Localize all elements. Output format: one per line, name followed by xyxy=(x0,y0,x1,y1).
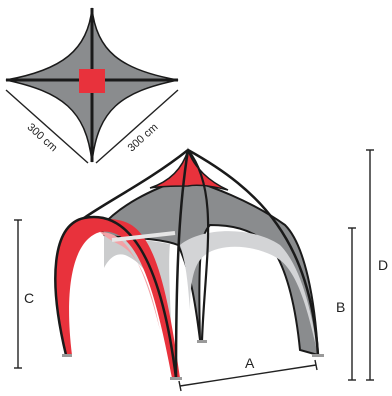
tent-roof-top xyxy=(149,147,229,191)
tent-foot-3 xyxy=(197,340,207,343)
tent-frame-left-rib xyxy=(83,149,189,220)
top-view-side-b-label: 300 cm xyxy=(126,121,161,154)
dim-a-cap-left xyxy=(178,380,182,392)
top-view-dim-line-right xyxy=(95,89,179,164)
tent-frame-back-rib xyxy=(187,149,210,341)
tent-crossbar xyxy=(111,231,176,242)
tent-perspective xyxy=(54,147,324,380)
tent-foot-4 xyxy=(312,354,324,357)
tent-foot-1 xyxy=(62,354,72,357)
tent-front-arch-red xyxy=(55,217,181,378)
tent-canopy xyxy=(98,176,320,357)
top-view-center-panel xyxy=(79,69,105,93)
dim-b-label: B xyxy=(336,299,345,315)
dim-c-label: C xyxy=(24,290,34,306)
top-view: 300 cm 300 cm xyxy=(5,7,179,164)
dim-a-cap-right xyxy=(314,359,318,371)
dim-d-label: D xyxy=(378,257,388,273)
dim-a-label: A xyxy=(245,355,255,371)
tent-frame-right-rib xyxy=(187,148,320,356)
tent-frame-center-rib xyxy=(174,149,190,379)
top-view-side-a-label: 300 cm xyxy=(25,121,60,154)
dim-a-line xyxy=(179,364,317,387)
top-view-dim-line-left xyxy=(5,89,89,164)
tent-front-arch-light xyxy=(100,232,160,330)
tent-lining-right xyxy=(180,231,318,355)
dimension-lines: C B D A xyxy=(14,149,388,392)
tent-foot-2 xyxy=(170,377,182,380)
